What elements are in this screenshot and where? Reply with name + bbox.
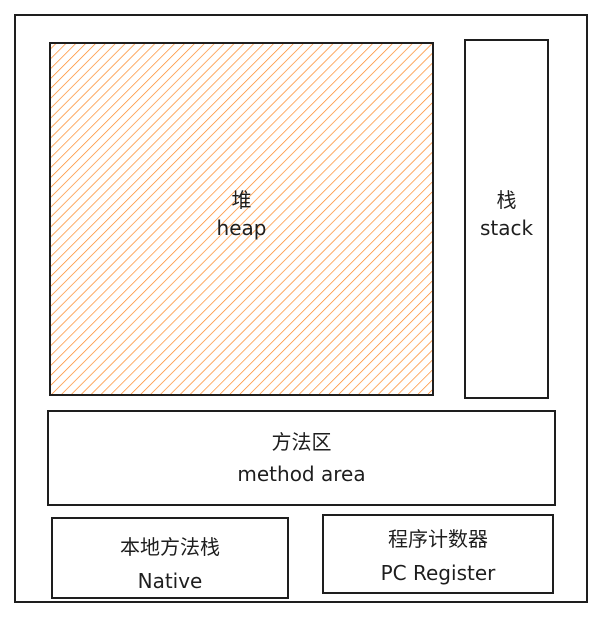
method-area-label: 方法区 method area (48, 426, 555, 490)
pc-register-zh: 程序计数器 (388, 527, 488, 551)
pc-register-box (322, 514, 554, 594)
heap-label: 堆 heap (50, 186, 433, 242)
outer-box (14, 14, 588, 603)
native-zh: 本地方法栈 (120, 535, 220, 559)
native-en: Native (137, 569, 203, 593)
pc-register-label: 程序计数器 PC Register (323, 522, 553, 590)
method-area-en: method area (237, 462, 366, 486)
native-label: 本地方法栈 Native (52, 530, 288, 598)
method-area-box (47, 410, 556, 506)
method-area-zh: 方法区 (271, 430, 332, 454)
stack-box (464, 39, 549, 399)
stack-zh: 栈 (496, 188, 517, 212)
heap-zh: 堆 (231, 188, 252, 212)
stack-label: 栈 stack (465, 186, 548, 242)
native-box (51, 517, 289, 599)
heap-box (49, 42, 434, 396)
heap-en: heap (216, 216, 267, 240)
pc-register-en: PC Register (380, 561, 496, 585)
stack-en: stack (479, 216, 534, 240)
